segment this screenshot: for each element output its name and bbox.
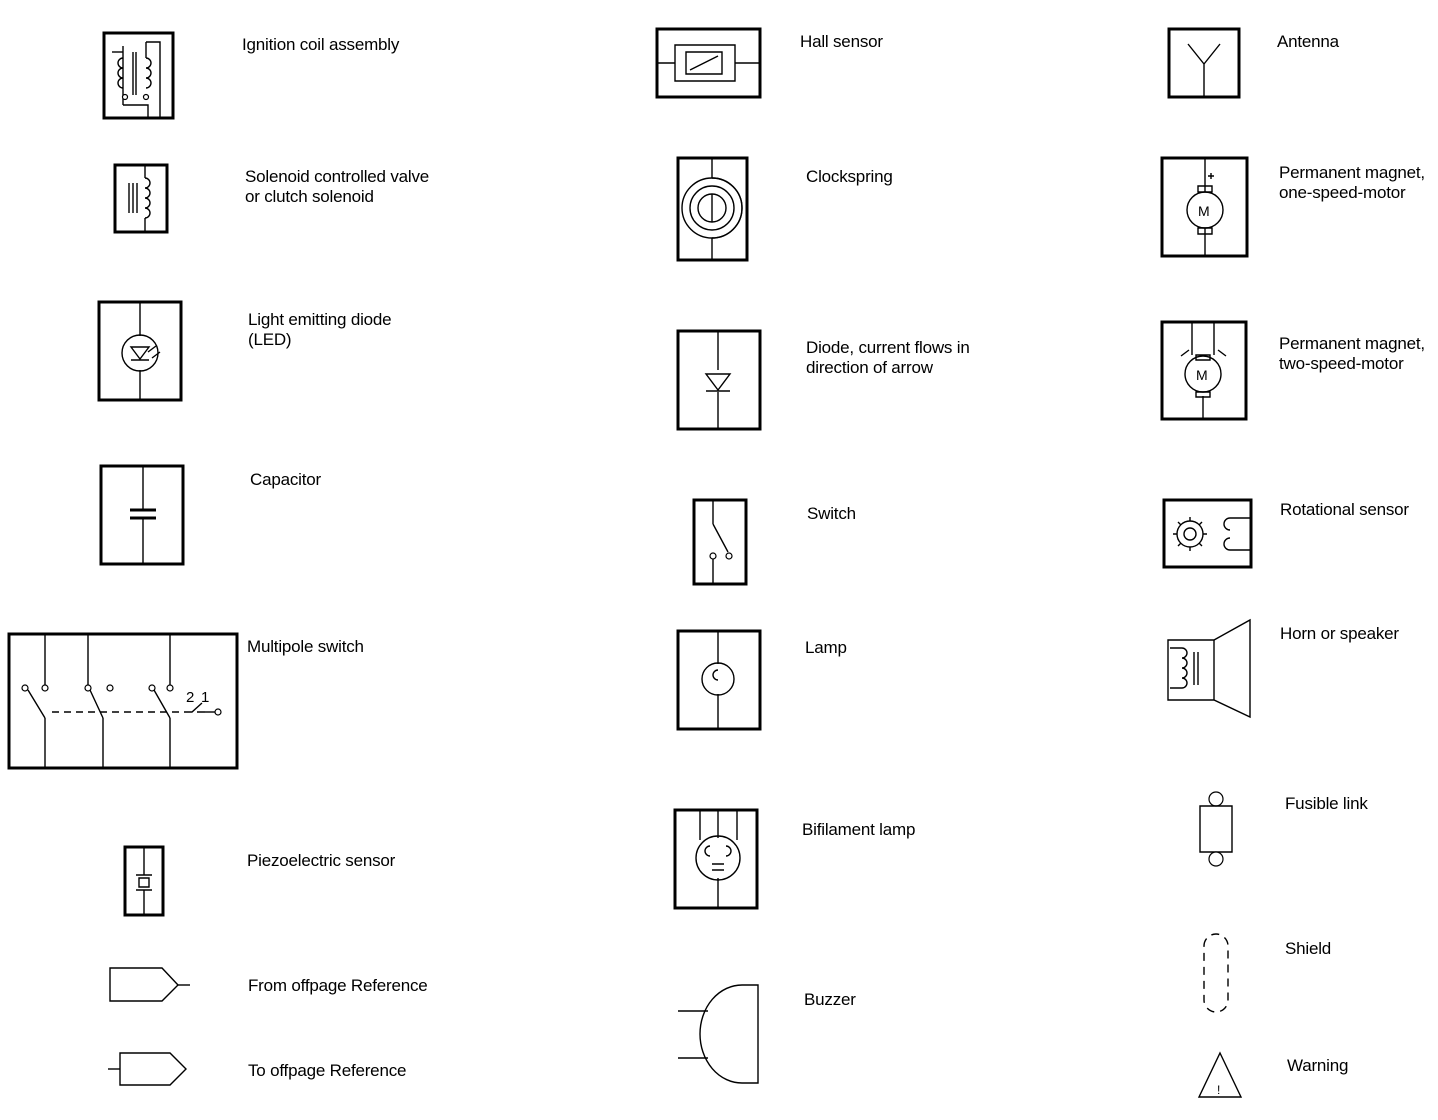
lamp-icon bbox=[678, 631, 760, 729]
capacitor-icon bbox=[101, 466, 183, 564]
to-offpage-icon bbox=[108, 1053, 186, 1085]
label-led: Light emitting diode (LED) bbox=[248, 310, 392, 349]
switch-icon bbox=[694, 500, 746, 584]
contact-label-2: 2 bbox=[186, 689, 194, 706]
label-piezo-sensor: Piezoelectric sensor bbox=[247, 851, 396, 870]
label-buzzer: Buzzer bbox=[804, 990, 856, 1009]
label-shield: Shield bbox=[1285, 939, 1332, 958]
from-offpage-icon bbox=[110, 968, 190, 1001]
label-warning: Warning bbox=[1287, 1056, 1349, 1075]
warning-glyph: ! bbox=[1217, 1083, 1220, 1097]
antenna-icon bbox=[1169, 29, 1239, 97]
label-ignition-coil: Ignition coil assembly bbox=[242, 35, 400, 54]
label-switch: Switch bbox=[807, 504, 856, 523]
label-lamp: Lamp bbox=[805, 638, 847, 657]
label-one-speed-motor: Permanent magnet, one-speed-motor bbox=[1279, 163, 1425, 202]
buzzer-icon bbox=[678, 985, 758, 1083]
label-diode: Diode, current flows in direction of arr… bbox=[806, 338, 970, 377]
label-multipole-switch: Multipole switch bbox=[247, 637, 364, 656]
piezo-sensor-icon bbox=[125, 847, 163, 915]
horn-speaker-icon bbox=[1168, 620, 1250, 717]
label-rotational-sensor: Rotational sensor bbox=[1280, 500, 1409, 519]
diode-icon bbox=[678, 331, 760, 429]
multipole-switch-icon: 2 1 bbox=[9, 634, 237, 768]
warning-icon: ! bbox=[1199, 1053, 1241, 1097]
bifilament-lamp-icon bbox=[675, 810, 757, 908]
shield-icon bbox=[1204, 934, 1228, 1012]
motor-glyph: M bbox=[1196, 367, 1208, 383]
label-antenna: Antenna bbox=[1277, 32, 1339, 51]
label-to-offpage: To offpage Reference bbox=[248, 1061, 407, 1080]
two-speed-motor-icon: M bbox=[1162, 322, 1246, 419]
fusible-link-icon bbox=[1200, 792, 1232, 866]
label-capacitor: Capacitor bbox=[250, 470, 321, 489]
label-hall-sensor: Hall sensor bbox=[800, 32, 883, 51]
ignition-coil-icon bbox=[104, 33, 173, 118]
label-from-offpage: From offpage Reference bbox=[248, 976, 428, 995]
label-two-speed-motor: Permanent magnet, two-speed-motor bbox=[1279, 334, 1425, 373]
contact-label-1: 1 bbox=[201, 689, 209, 706]
hall-sensor-icon bbox=[657, 29, 760, 97]
label-bifilament-lamp: Bifilament lamp bbox=[802, 820, 916, 839]
label-solenoid-valve: Solenoid controlled valve or clutch sole… bbox=[245, 167, 430, 206]
label-clockspring: Clockspring bbox=[806, 167, 893, 186]
label-fusible-link: Fusible link bbox=[1285, 794, 1368, 813]
motor-glyph: M bbox=[1198, 203, 1210, 219]
label-horn-speaker: Horn or speaker bbox=[1280, 624, 1399, 643]
rotational-sensor-icon bbox=[1164, 500, 1251, 567]
solenoid-valve-icon bbox=[115, 165, 167, 232]
led-icon bbox=[99, 302, 181, 400]
clockspring-icon bbox=[678, 158, 747, 260]
one-speed-motor-icon: M bbox=[1162, 158, 1247, 256]
